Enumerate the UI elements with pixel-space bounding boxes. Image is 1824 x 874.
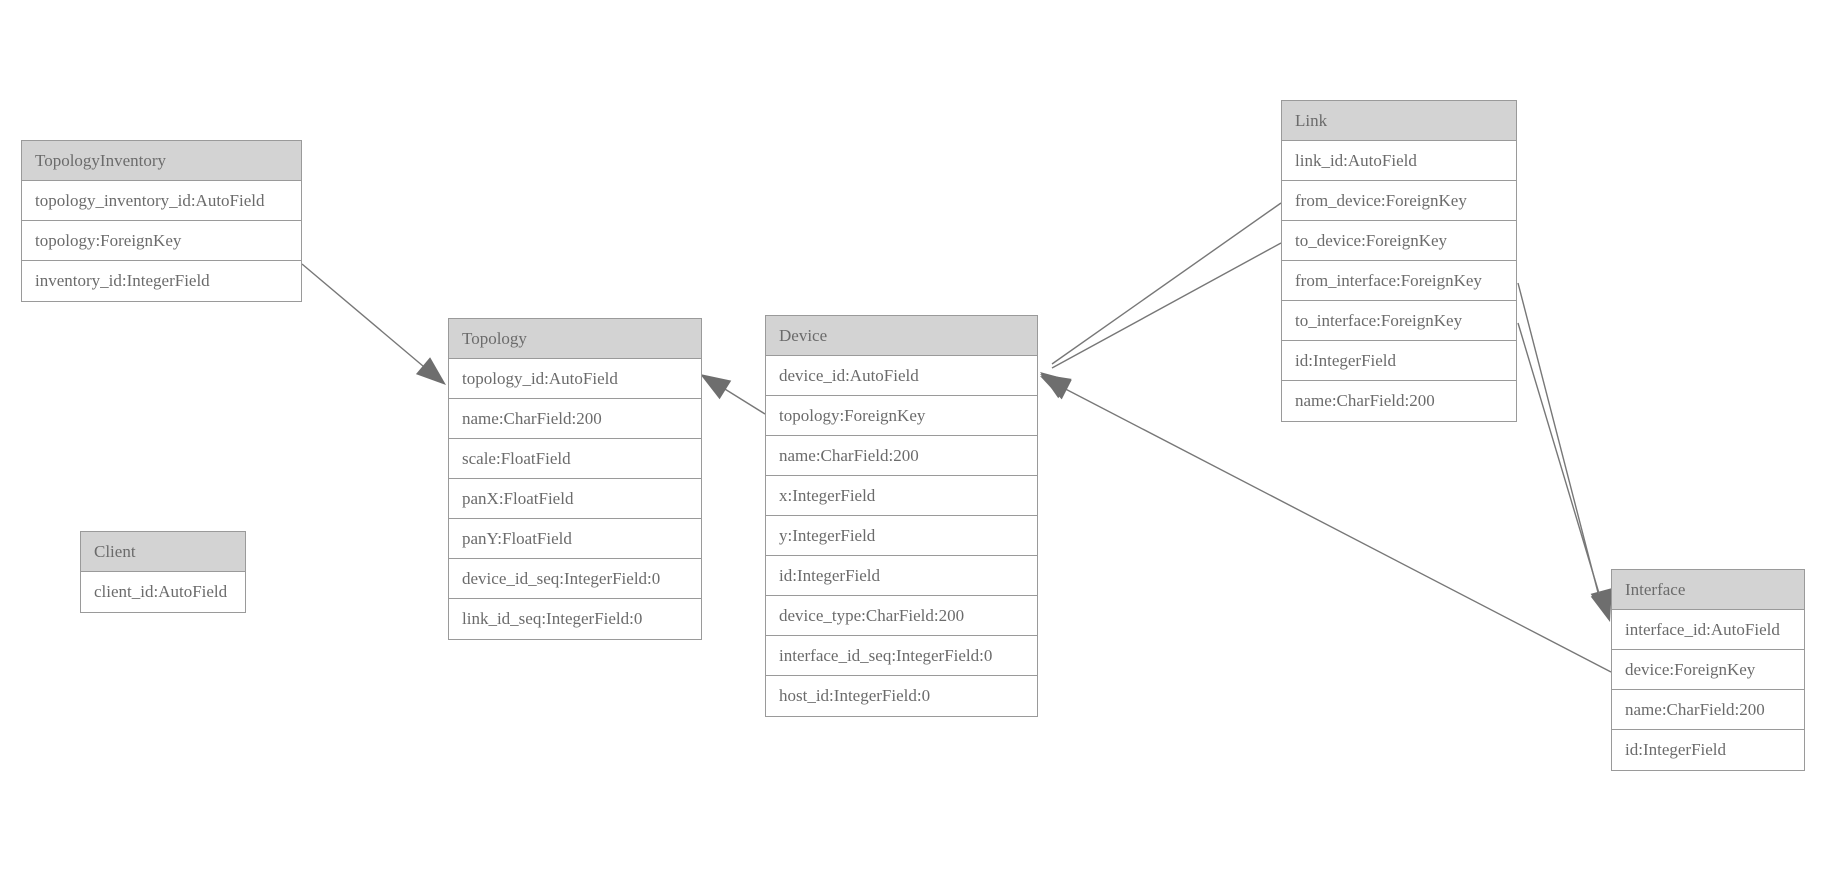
arrowhead-icon <box>1040 372 1071 399</box>
entity-title-client: Client <box>81 532 245 572</box>
relationship-line <box>1051 381 1612 673</box>
relationship-line <box>1517 282 1603 609</box>
attribute-row[interactable]: topology_inventory_id:AutoField <box>22 181 301 221</box>
attribute-row[interactable]: y:IntegerField <box>766 516 1037 556</box>
attribute-row[interactable]: to_device:ForeignKey <box>1282 221 1516 261</box>
attribute-row[interactable]: name:CharField:200 <box>1612 690 1804 730</box>
attribute-row[interactable]: link_id:AutoField <box>1282 141 1516 181</box>
attribute-row[interactable]: name:CharField:200 <box>449 399 701 439</box>
attribute-row[interactable]: device_id_seq:IntegerField:0 <box>449 559 701 599</box>
relationship-line <box>301 263 437 378</box>
arrowhead-icon <box>1040 376 1072 400</box>
attribute-row[interactable]: link_id_seq:IntegerField:0 <box>449 599 701 639</box>
relationship-link-from-interface-to-interface <box>1517 282 1612 620</box>
attribute-row[interactable]: id:IntegerField <box>1282 341 1516 381</box>
arrowhead-icon <box>1040 374 1072 399</box>
attribute-row[interactable]: panX:FloatField <box>449 479 701 519</box>
attribute-row[interactable]: topology_id:AutoField <box>449 359 701 399</box>
relationship-line <box>711 380 766 415</box>
attribute-row[interactable]: device:ForeignKey <box>1612 650 1804 690</box>
entity-attributes-client: client_id:AutoField <box>81 572 245 612</box>
entity-title-link: Link <box>1282 101 1516 141</box>
attribute-row[interactable]: id:IntegerField <box>1612 730 1804 770</box>
attribute-row[interactable]: id:IntegerField <box>766 556 1037 596</box>
attribute-row[interactable]: from_device:ForeignKey <box>1282 181 1516 221</box>
attribute-row[interactable]: interface_id_seq:IntegerField:0 <box>766 636 1037 676</box>
attribute-row[interactable]: topology:ForeignKey <box>766 396 1037 436</box>
relationship-line <box>1517 322 1605 611</box>
relationship-line <box>1051 202 1282 365</box>
attribute-row[interactable]: name:CharField:200 <box>766 436 1037 476</box>
attribute-row[interactable]: scale:FloatField <box>449 439 701 479</box>
attribute-row[interactable]: topology:ForeignKey <box>22 221 301 261</box>
attribute-row[interactable]: panY:FloatField <box>449 519 701 559</box>
attribute-row[interactable]: host_id:IntegerField:0 <box>766 676 1037 716</box>
entity-title-device: Device <box>766 316 1037 356</box>
entity-title-interface: Interface <box>1612 570 1804 610</box>
attribute-row[interactable]: x:IntegerField <box>766 476 1037 516</box>
attribute-row[interactable]: inventory_id:IntegerField <box>22 261 301 301</box>
attribute-row[interactable]: interface_id:AutoField <box>1612 610 1804 650</box>
attribute-row[interactable]: client_id:AutoField <box>81 572 245 612</box>
relationship-link-to-device-to-device <box>1040 242 1282 399</box>
attribute-row[interactable]: name:CharField:200 <box>1282 381 1516 421</box>
entity-title-topology: Topology <box>449 319 701 359</box>
attribute-row[interactable]: from_interface:ForeignKey <box>1282 261 1516 301</box>
entity-title-topologyinventory: TopologyInventory <box>22 141 301 181</box>
relationship-line <box>1051 242 1282 369</box>
relationship-topologyinventory-to-topology <box>301 263 446 385</box>
attribute-row[interactable]: to_interface:ForeignKey <box>1282 301 1516 341</box>
attribute-row[interactable]: device_type:CharField:200 <box>766 596 1037 636</box>
relationship-link-from-device-to-device <box>1040 202 1282 399</box>
relationship-device-to-topology <box>700 374 766 415</box>
attribute-row[interactable]: device_id:AutoField <box>766 356 1037 396</box>
relationship-link-to-interface-to-interface <box>1517 322 1612 622</box>
